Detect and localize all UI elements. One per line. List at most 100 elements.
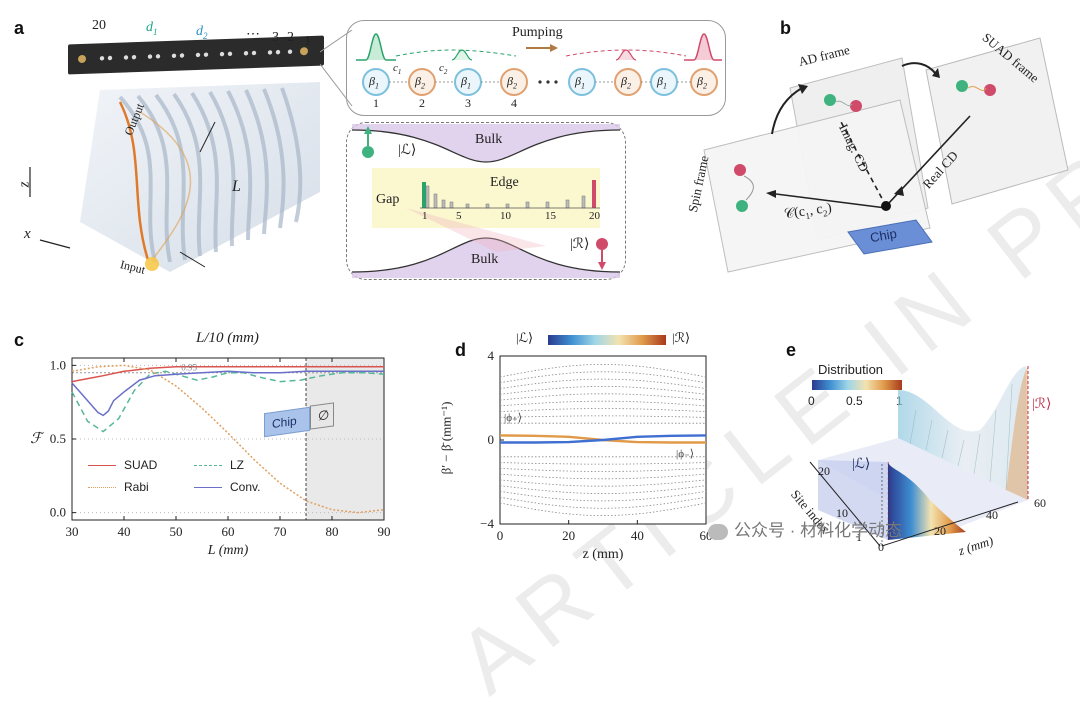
beta-2-label: β2 (507, 74, 517, 91)
spectrum-box (346, 122, 626, 280)
colorbar-e-tick-0: 0 (808, 394, 815, 408)
x-tick-label: 90 (378, 524, 391, 539)
waveguide-slab (29, 82, 320, 272)
axis-x-label: x (24, 226, 31, 242)
z-tick-0: 0 (878, 540, 884, 554)
x-tick-label: 30 (66, 524, 79, 539)
y-tick-label: 1.0 (50, 357, 66, 372)
z-tick-60: 60 (1034, 496, 1046, 510)
chip-label-dots: ⋯ (246, 27, 260, 42)
gap-label: Gap (376, 192, 400, 207)
site-tick-10: 10 (836, 506, 848, 520)
y-tick-label: 0 (488, 432, 495, 447)
panel-e-label: e (786, 340, 797, 360)
panel-a-label: a (14, 18, 25, 38)
y-tick-label: −4 (480, 516, 494, 531)
c2-label: c2 (439, 62, 448, 77)
y-axis-label: ℱ (30, 431, 45, 447)
beta-2-label: β2 (697, 74, 707, 91)
bulk-band-line (499, 408, 707, 413)
legend-rabi: Rabi (88, 480, 149, 494)
chip-bar (68, 35, 324, 75)
site-number-2: 2 (419, 96, 425, 110)
chip-label-d2: d2 (196, 24, 208, 41)
legend-c: SUAD LZ Rabi Conv. (88, 456, 278, 500)
site-number-4: 4 (511, 96, 517, 110)
colorbar-e (812, 380, 902, 390)
site-number-1: 1 (373, 96, 379, 110)
panel-b-label: b (780, 18, 791, 38)
bulk-band-line (499, 467, 707, 472)
bulk-band-line (499, 378, 707, 389)
x-tick-label: 50 (170, 524, 183, 539)
beta-1-label: β1 (575, 74, 585, 91)
legend-lz: LZ (194, 458, 244, 472)
site-number-3: 3 (465, 96, 471, 110)
chip-label-3: 3 (272, 30, 279, 45)
L-state-label-e: |ℒ⟩ (852, 457, 871, 472)
beta-2-label: β2 (415, 74, 425, 91)
x-axis-label: z (mm) (583, 547, 624, 562)
axis-z-label: z (16, 181, 33, 188)
edge-tick-10: 10 (500, 210, 511, 222)
axis-L-label: L (232, 178, 241, 195)
pumping-box (346, 20, 726, 116)
phi-plus-label: |ϕ₊⟩ (504, 412, 522, 424)
bulk-band-line (499, 400, 707, 407)
chip-label-d1: d1 (146, 20, 158, 37)
series-lz (71, 370, 385, 433)
beta-1-label: β1 (369, 74, 379, 91)
bulk-band-line (499, 386, 707, 395)
edge-state-line (500, 434, 707, 444)
series-rabi (71, 364, 385, 514)
edge-label: Edge (490, 175, 519, 190)
L-state-label: |ℒ⟩ (398, 143, 417, 158)
beta-2-label: β2 (621, 74, 631, 91)
wechat-icon (708, 523, 728, 540)
x-tick-label: 40 (631, 528, 644, 543)
beta-1-label: β1 (657, 74, 667, 91)
x-tick-label: 40 (118, 524, 131, 539)
y-tick-label: 4 (488, 348, 495, 363)
bulk-band-line (499, 462, 707, 465)
panel-c-top-axis-title: L/10 (mm) (196, 330, 259, 346)
empty-icon-c: ∅ (310, 402, 334, 430)
legend-suad: SUAD (88, 458, 157, 472)
bulk-band-line (499, 473, 707, 480)
chip-label-2: 2 (287, 30, 294, 45)
bulk-top-label: Bulk (475, 132, 503, 147)
edge-tick-1: 1 (422, 210, 428, 222)
series-conv (71, 370, 384, 417)
edge-tick-15: 15 (545, 210, 556, 222)
edge-tick-20: 20 (589, 210, 600, 222)
x-tick-label: 60 (222, 524, 235, 539)
bulk-band-line (499, 491, 707, 502)
colorbar-d (548, 335, 666, 345)
chip-label-1: 1 (304, 34, 311, 49)
distribution-label: Distribution (818, 362, 884, 377)
bulk-band-line (499, 485, 707, 495)
panel-c-label: c (14, 330, 25, 350)
bulk-bottom-label: Bulk (471, 252, 499, 267)
pumping-diagram (356, 33, 722, 96)
bulk-band-line (499, 393, 707, 401)
R-state-label: |ℛ⟩ (570, 237, 590, 252)
site-tick-1: 1 (856, 530, 862, 544)
bulk-band-line (499, 371, 707, 384)
z-tick-40: 40 (986, 508, 998, 522)
bulk-band-line (499, 415, 707, 418)
panel-d-label: d (455, 340, 466, 360)
site-tick-20: 20 (818, 464, 830, 478)
R-state-label-e: |ℛ⟩ (1032, 397, 1052, 412)
colorbar-d-right: |ℛ⟩ (672, 330, 691, 345)
beta-1-label: β1 (461, 74, 471, 91)
reference-annotation: 0.95 (181, 363, 197, 373)
y-tick-label: 0.0 (50, 505, 66, 520)
colorbar-e-tick-05: 0.5 (846, 394, 863, 408)
c1-label: c1 (393, 62, 402, 77)
distribution-3d-plot (809, 366, 1029, 547)
x-tick-label: 0 (497, 528, 504, 543)
frames-diagram (703, 37, 1069, 273)
